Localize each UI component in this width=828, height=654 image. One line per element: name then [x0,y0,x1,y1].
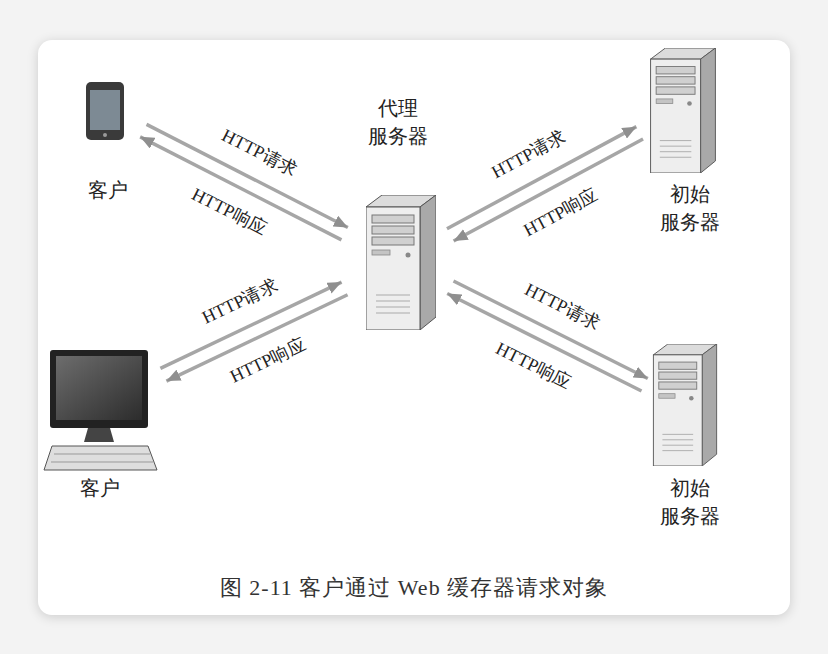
device-node: 初始 服务器 [645,45,735,245]
server-icon [653,344,716,466]
device-node: 初始 服务器 [650,342,730,540]
device-node: 代理 服务器 [350,92,445,335]
device-label: 初始 服务器 [660,180,720,236]
server-icon [651,48,716,173]
figure-caption: 图 2-11 客户通过 Web 缓存器请求对象 [38,574,790,603]
device-label: 客户 [88,176,128,204]
device-label: 初始 服务器 [660,474,720,530]
device-label: 客户 [80,474,120,502]
device-node: 客户 [42,342,158,506]
device-node: 客户 [78,80,138,208]
phone-icon [86,82,124,140]
server-icon [366,195,436,330]
device-label: 代理 服务器 [368,94,428,150]
desktop-icon [44,350,157,470]
